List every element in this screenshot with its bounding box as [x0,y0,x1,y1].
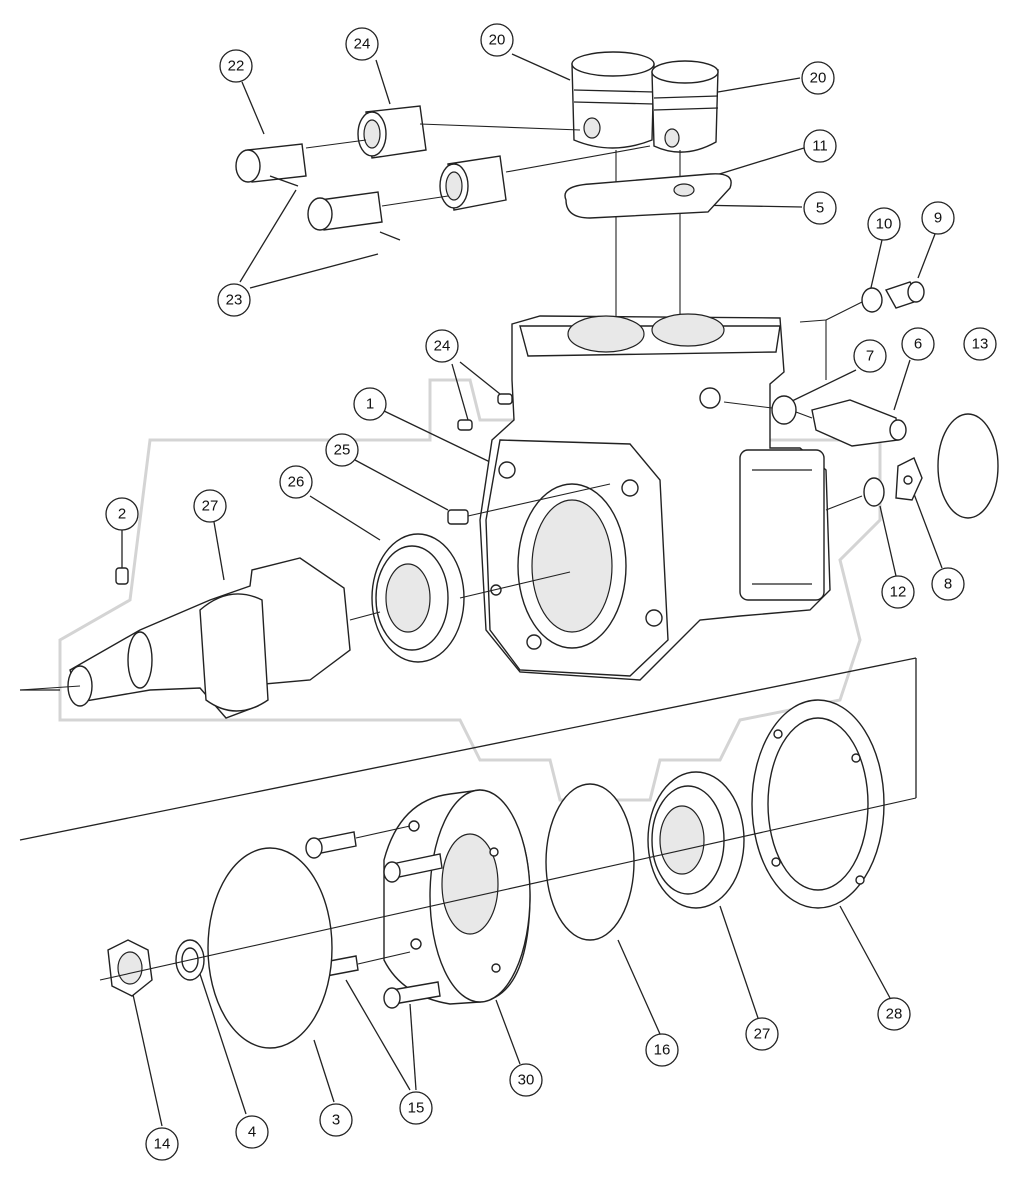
callout-12: 12 [881,575,915,609]
piston-right [651,60,719,153]
svg-text:1: 1 [366,396,374,413]
end-cover-30 [383,789,531,1005]
svg-text:7: 7 [866,348,874,365]
nut-14 [107,939,153,997]
svg-text:12: 12 [890,584,907,601]
callout-9: 9 [921,201,955,235]
svg-text:16: 16 [654,1042,671,1059]
callout-26: 26 [279,465,313,499]
fitting-sensor-6 [811,399,907,447]
callout-30: 30 [509,1063,543,1097]
svg-text:22: 22 [228,58,245,75]
svg-text:30: 30 [518,1072,535,1089]
callout-2: 2 [105,497,139,531]
callout-3: 3 [319,1103,353,1137]
fitting-plate-8 [895,457,923,501]
main-bearing-26 [371,533,465,663]
svg-text:11: 11 [812,138,828,155]
svg-text:5: 5 [816,200,824,217]
callout-7: 7 [853,339,887,373]
svg-text:9: 9 [934,210,942,227]
svg-text:14: 14 [154,1136,171,1153]
leader-lines [121,53,943,1127]
callout-10: 10 [867,207,901,241]
piston-left [571,51,655,149]
svg-text:24: 24 [434,338,451,355]
callout-6: 6 [901,327,935,361]
callout-25: 25 [325,433,359,467]
svg-text:13: 13 [972,336,989,353]
svg-text:2: 2 [118,506,126,523]
svg-text:27: 27 [202,498,219,515]
bushing-lower [439,155,507,211]
piston-pin-upper [235,143,307,187]
bushing-upper [357,105,427,159]
svg-text:24: 24 [354,36,371,53]
callout-20a: 20 [480,23,514,57]
callout-8: 8 [931,567,965,601]
callout-28: 28 [877,997,911,1031]
oring-3 [207,847,333,1049]
callout-4: 4 [235,1115,269,1149]
axis-lines-crank [349,571,571,621]
woodruff-key [115,567,129,585]
axis-lines-bottom [99,797,917,981]
oring-16 [545,783,635,941]
svg-text:4: 4 [248,1124,256,1141]
compressor-housing [479,313,831,681]
svg-text:10: 10 [876,216,893,233]
piston-pin-lower [307,191,401,241]
fitting-plug-9 [884,281,925,309]
svg-text:26: 26 [288,474,305,491]
svg-text:20: 20 [810,70,827,87]
fitting-oring-7 [771,395,797,425]
callout-22: 22 [219,49,253,83]
svg-text:6: 6 [914,336,922,353]
svg-text:15: 15 [408,1100,425,1117]
callout-27a: 27 [193,489,227,523]
callout-20b: 20 [801,61,835,95]
fitting-oring-10 [861,287,883,313]
svg-text:23: 23 [226,292,243,309]
shaft-seal-27 [647,771,745,909]
fitting-oring-13 [937,413,999,519]
svg-text:25: 25 [334,442,351,459]
callout-24a: 24 [345,27,379,61]
callout-11: 11 [803,129,837,163]
callout-1: 1 [353,387,387,421]
crankshaft [19,557,351,719]
axis-lines-side [723,301,863,511]
callouts: 20 20 24 22 11 5 10 9 23 24 7 6 13 1 25 … [105,23,997,1161]
svg-text:8: 8 [944,576,952,593]
callout-27b: 27 [745,1017,779,1051]
callout-13: 13 [963,327,997,361]
plug-dowels [447,393,611,525]
callout-23: 23 [217,283,251,317]
head-gasket [564,173,732,219]
svg-text:20: 20 [489,32,506,49]
svg-text:28: 28 [886,1006,903,1023]
svg-text:3: 3 [332,1112,340,1129]
svg-text:27: 27 [754,1026,771,1043]
fitting-oring-12 [863,477,885,507]
callout-24b: 24 [425,329,459,363]
callout-5: 5 [803,191,837,225]
callout-16: 16 [645,1033,679,1067]
gasket-28 [751,699,885,909]
callout-14: 14 [145,1127,179,1161]
callout-15: 15 [399,1091,433,1125]
